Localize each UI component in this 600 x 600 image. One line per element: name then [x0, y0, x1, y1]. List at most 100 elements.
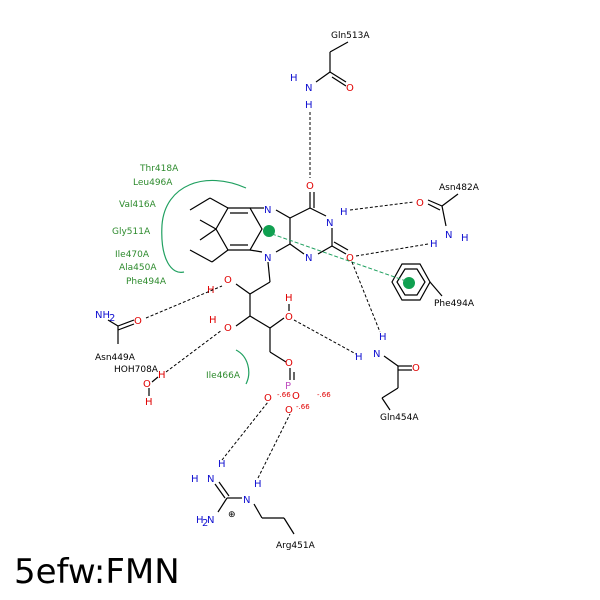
- residue-bond: [427, 199, 443, 207]
- atom-n10: N: [264, 253, 271, 264]
- chain-bond: [249, 315, 271, 329]
- asn482-o: O: [416, 198, 424, 209]
- atom-h-o3: H: [209, 315, 217, 326]
- atom-o4: O: [306, 181, 314, 192]
- methyl-bond: [189, 197, 211, 211]
- chain-bond: [235, 315, 251, 327]
- residue-gln513: Gln513A: [331, 31, 370, 41]
- chain-bond: [269, 317, 285, 329]
- phe494-ring-centroid: [403, 277, 415, 289]
- hbond-gln454-b: [293, 319, 357, 355]
- arg451-ne: N: [243, 495, 250, 506]
- residue-bond: [218, 481, 230, 497]
- arg451-h2: H: [218, 459, 226, 470]
- ring-bond: [249, 249, 263, 253]
- atom-o2-ribityl: O: [224, 275, 232, 286]
- residue-phe494: Phe494A: [434, 299, 475, 309]
- phe494-inner-ring: [396, 268, 426, 296]
- atom-op3: O: [285, 405, 293, 416]
- residue-bond: [381, 397, 391, 411]
- chain-bond: [269, 351, 287, 363]
- residue-bond: [117, 319, 135, 327]
- asn482-n: N: [445, 230, 452, 241]
- atom-n5: N: [264, 205, 271, 216]
- hoh708-h2: H: [145, 397, 153, 408]
- arg451-n2: N: [207, 515, 214, 526]
- residue-bond: [329, 71, 347, 83]
- gln454-n: N: [373, 349, 380, 360]
- hbond-asn482-a: [349, 201, 415, 211]
- residue-bond: [381, 387, 399, 399]
- residue-bond: [117, 323, 135, 331]
- asn449-sub2: 2: [109, 313, 115, 324]
- chain-bond: [267, 261, 271, 283]
- hoh708-o: O: [143, 379, 151, 390]
- ring-bond: [289, 207, 311, 219]
- ring-bond: [309, 207, 327, 217]
- ring-bond: [275, 209, 291, 219]
- hydrophobic-ile466: Ile466A: [206, 371, 241, 381]
- atom-op1: O: [264, 393, 272, 404]
- hydrophobic-arc-main: [161, 179, 247, 273]
- atom-h-o4: H: [285, 293, 293, 304]
- benzene-ring: [215, 207, 263, 251]
- gln454-h2: H: [355, 352, 363, 363]
- hydrophobic-ala450: Ala450A: [119, 263, 157, 273]
- water-bond: [151, 376, 159, 383]
- carbonyl-bond: [331, 245, 347, 255]
- hbond-gln454-a: [351, 261, 381, 333]
- arg451-h3: H: [254, 479, 262, 490]
- atom-phosphorus: P: [285, 381, 291, 392]
- carbonyl-bond: [333, 241, 349, 251]
- atom-op2: O: [292, 391, 300, 402]
- residue-bond: [214, 483, 226, 499]
- atom-n1: N: [305, 253, 312, 264]
- hbond-arg451-b: [257, 413, 291, 479]
- atom-h-n3: H: [340, 207, 348, 218]
- methyl-bond: [209, 197, 229, 209]
- hbond-asn482-b: [355, 243, 429, 257]
- residue-bond: [217, 497, 228, 513]
- hydrophobic-phe494: Phe494A: [126, 277, 167, 287]
- atom-o2: O: [346, 253, 354, 264]
- residue-asn482: Asn482A: [439, 183, 480, 193]
- gln454-h1: H: [379, 332, 387, 343]
- hydrophobic-arc-ile466: [235, 349, 250, 385]
- methyl-bond: [199, 228, 217, 241]
- hydrophobic-ile470: Ile470A: [115, 250, 150, 260]
- ring-bond: [275, 243, 291, 253]
- gln454-o: O: [412, 363, 420, 374]
- ring-bond: [317, 245, 333, 255]
- residue-bond: [331, 76, 347, 87]
- charge-op2: -.66: [317, 391, 331, 399]
- gln513-o: O: [346, 83, 354, 94]
- atom-n3: N: [326, 218, 333, 229]
- chain-bond: [249, 281, 271, 295]
- hbond-asn449: [145, 285, 223, 319]
- asn482-h2: H: [430, 239, 438, 250]
- residue-bond: [383, 355, 399, 367]
- asn482-h1: H: [461, 233, 469, 244]
- asn449-nh: NH: [95, 310, 110, 321]
- diagram-title: 5efw:FMN: [14, 552, 180, 592]
- residue-bond: [315, 71, 331, 83]
- chain-bond: [235, 283, 251, 295]
- atom-o5-ribityl: O: [285, 358, 293, 369]
- residue-bond: [107, 319, 119, 327]
- hydrophobic-val416: Val416A: [119, 200, 157, 210]
- atom-o3-ribityl: O: [224, 323, 232, 334]
- methyl-bond: [211, 249, 229, 263]
- gln513-h1: H: [290, 73, 298, 84]
- residue-hoh708: HOH708A: [114, 365, 159, 375]
- residue-bond: [429, 281, 443, 297]
- residue-bond: [441, 193, 459, 207]
- residue-gln454: Gln454A: [380, 413, 419, 423]
- arg451-sub: 2: [202, 518, 208, 529]
- hydrophobic-leu496: Leu496A: [133, 178, 173, 188]
- methyl-bond: [199, 219, 217, 230]
- methyl-bond: [189, 249, 213, 263]
- ligand-ring-centroid: [263, 225, 275, 237]
- charge-op1: -.66: [277, 391, 291, 399]
